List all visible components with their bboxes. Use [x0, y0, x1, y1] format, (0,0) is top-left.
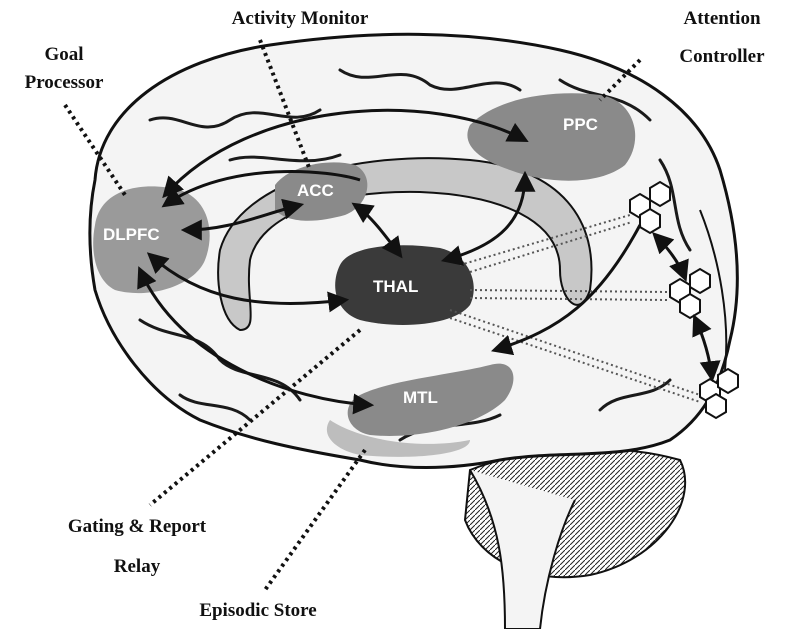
activity-monitor-label: Activity Monitor [232, 8, 369, 29]
gating-relay-line2: Relay [114, 556, 161, 577]
dlpfc-label: DLPFC [103, 225, 160, 244]
ppc-label: PPC [563, 115, 598, 134]
acc-label: ACC [297, 181, 334, 200]
attention-controller-line1: Attention [683, 8, 760, 29]
goal-processor-line1: Goal [44, 44, 83, 65]
gating-relay-line1: Gating & Report [68, 516, 207, 537]
attention-controller-line2: Controller [679, 46, 765, 67]
mtl-label: MTL [403, 388, 438, 407]
goal-processor-line2: Processor [25, 72, 104, 93]
episodic-store-label: Episodic Store [199, 600, 316, 621]
thal-label: THAL [373, 277, 418, 296]
